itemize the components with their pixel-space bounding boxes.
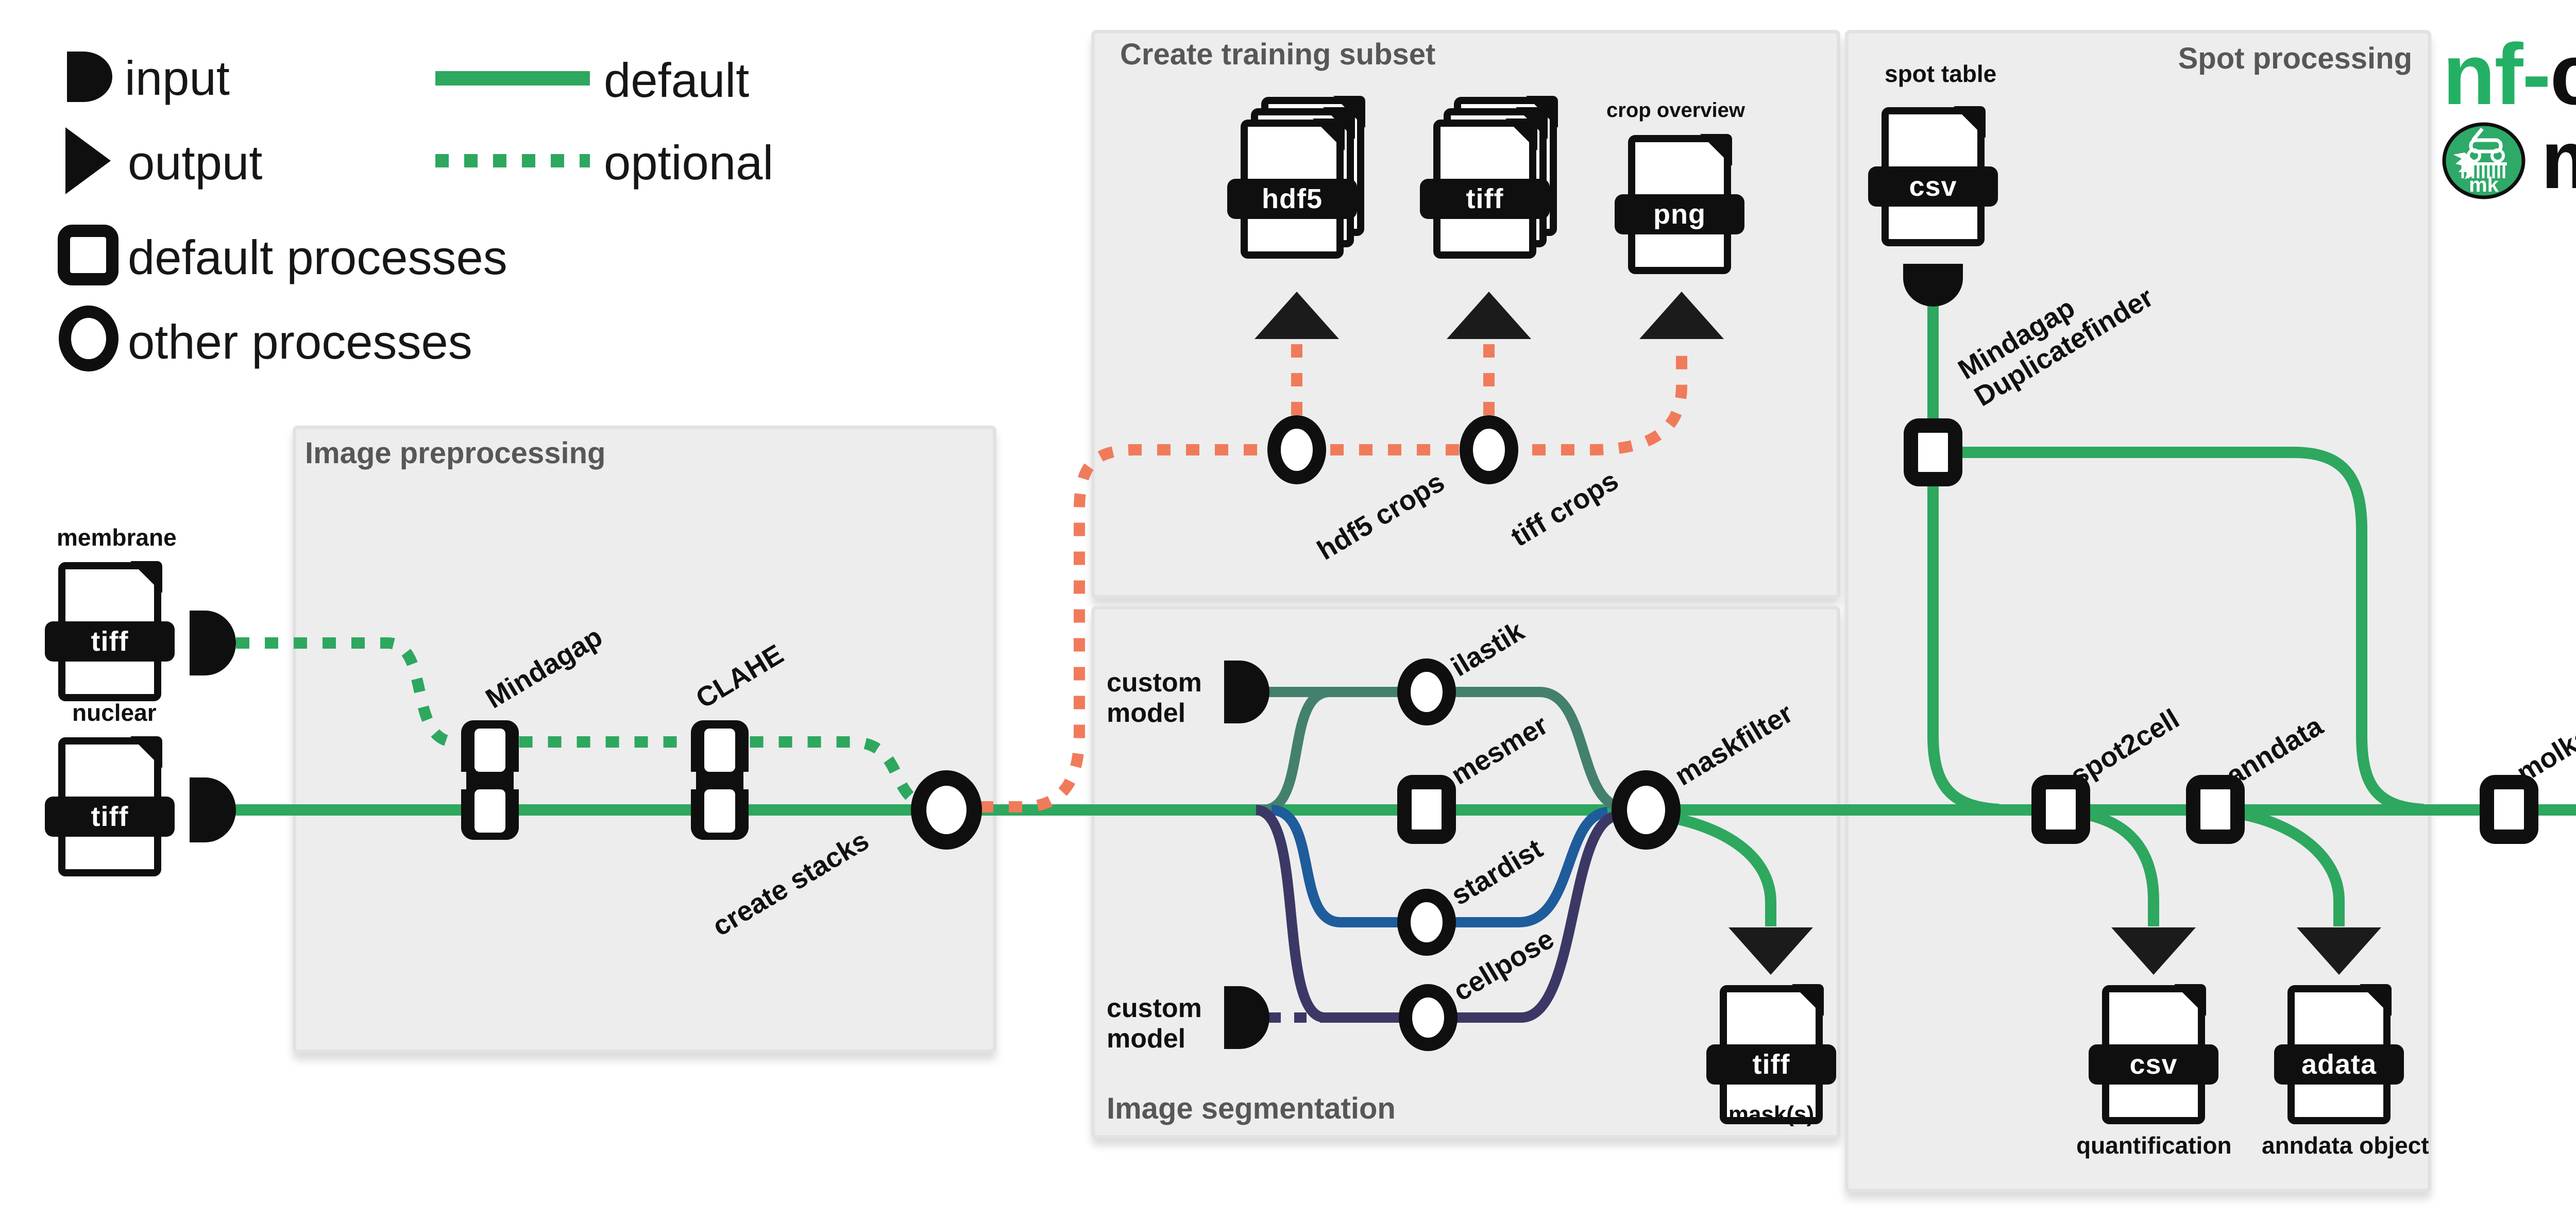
file-ext-badge: tiff	[1706, 1044, 1836, 1085]
molkart-badge-icon: mk	[2442, 122, 2526, 199]
arrow-hdf5-output	[1255, 292, 1339, 339]
node-hdf5-crops	[1267, 415, 1326, 484]
quantification-csv-file: csv	[2089, 984, 2218, 1124]
custom-model-top-label: custom model	[1107, 668, 1202, 728]
legend-optional-label: optional	[604, 136, 774, 190]
node-mindagap	[458, 720, 522, 840]
crop-overview-label: crop overview	[1606, 99, 1745, 122]
spot-table-csv-file: csv	[1868, 106, 1998, 246]
file-ext-badge: csv	[1868, 166, 1998, 207]
edge-spot2cell-quant	[2083, 808, 2159, 926]
nuclear-label: nuclear	[72, 699, 157, 726]
legend-input-label: input	[125, 51, 230, 105]
output-icon	[65, 127, 111, 194]
edge-training-salmon	[980, 343, 1687, 813]
nuclear-input-icon	[190, 777, 236, 842]
molkart-wordmark: molkart	[2541, 112, 2576, 207]
file-ext-badge: csv	[2089, 1044, 2218, 1085]
arrow-quant-output	[2111, 927, 2196, 975]
node-spot2cell	[2031, 775, 2090, 844]
arrow-png-output	[1639, 292, 1724, 339]
file-ext-badge: png	[1615, 194, 1744, 234]
hdf5-crops-file: hdf5	[1227, 119, 1357, 259]
legend-default-label: default	[604, 53, 750, 107]
masks-label: mask(s)	[1728, 1102, 1815, 1127]
node-tiff-crops	[1460, 415, 1518, 484]
badge-text: mk	[2469, 174, 2499, 196]
membrane-input-icon	[190, 611, 236, 675]
file-ext-badge: hdf5	[1227, 179, 1357, 219]
node-ilastik	[1397, 658, 1456, 725]
membrane-tiff-file: tiff	[45, 561, 175, 701]
title-image-preprocessing: Image preprocessing	[305, 436, 606, 470]
edge-maskfilter-masks	[1668, 811, 1776, 926]
title-create-training-subset: Create training subset	[1120, 38, 1436, 71]
file-ext-badge: adata	[2274, 1044, 2404, 1085]
edge-ilastik	[1268, 687, 1622, 812]
nfcore-wordmark: nf-core/	[2443, 25, 2576, 124]
node-clahe	[688, 720, 752, 840]
edge-cellpose-branch	[1255, 805, 1345, 1023]
legend-output-label: output	[128, 136, 263, 190]
title-image-segmentation: Image segmentation	[1107, 1092, 1396, 1125]
nfcore-prefix: nf-	[2443, 26, 2551, 123]
file-ext-badge: tiff	[45, 621, 175, 662]
node-anndata	[2186, 775, 2245, 844]
file-ext-badge: tiff	[45, 797, 175, 837]
default-process-icon	[58, 225, 118, 285]
tiff-crops-file: tiff	[1420, 119, 1550, 259]
spot-table-input-icon	[1903, 264, 1963, 307]
node-maskfilter	[1612, 770, 1681, 850]
file-ext-badge: tiff	[1420, 179, 1550, 219]
arrow-masks-output	[1728, 927, 1813, 975]
input-icon	[67, 52, 112, 102]
legend-other-processes-label: other processes	[128, 315, 472, 369]
edge-duplicatefinder-right	[1955, 447, 2424, 815]
edge-anndata-adata	[2240, 808, 2345, 926]
edge-duplicatefinder-down	[1927, 479, 1999, 815]
membrane-label: membrane	[57, 524, 177, 551]
node-mesmer	[1397, 775, 1456, 844]
edge-cellpose	[1343, 811, 1617, 1023]
edge-membrane-optional	[236, 637, 930, 811]
legend-default-processes-label: default processes	[128, 230, 507, 284]
arrow-tiff-output	[1447, 292, 1531, 339]
node-duplicatefinder	[1904, 418, 1962, 486]
masks-tiff-file: tiff	[1706, 984, 1836, 1124]
other-process-icon	[59, 306, 118, 371]
custom-model-top-input-icon	[1224, 661, 1269, 723]
anndata-object-label: anndata object	[2262, 1132, 2429, 1159]
title-spot-processing: Spot processing	[2178, 42, 2412, 75]
quantification-label: quantification	[2076, 1132, 2232, 1159]
custom-model-bottom-input-icon	[1224, 986, 1269, 1049]
edge-ilastik-branch	[1262, 687, 1331, 815]
nuclear-tiff-file: tiff	[45, 736, 175, 876]
anndata-object-file: adata	[2274, 984, 2404, 1124]
custom-model-bottom-label: custom model	[1107, 993, 1202, 1054]
arrow-adata-output	[2297, 927, 2381, 975]
node-cellpose	[1399, 984, 1458, 1051]
crop-overview-png-file: png	[1615, 134, 1744, 274]
spot-table-label: spot table	[1885, 60, 1997, 87]
nfcore-core: core/	[2550, 26, 2576, 123]
node-molkartqc	[2480, 775, 2538, 844]
node-stardist	[1397, 889, 1456, 956]
node-create-stacks	[911, 770, 982, 850]
